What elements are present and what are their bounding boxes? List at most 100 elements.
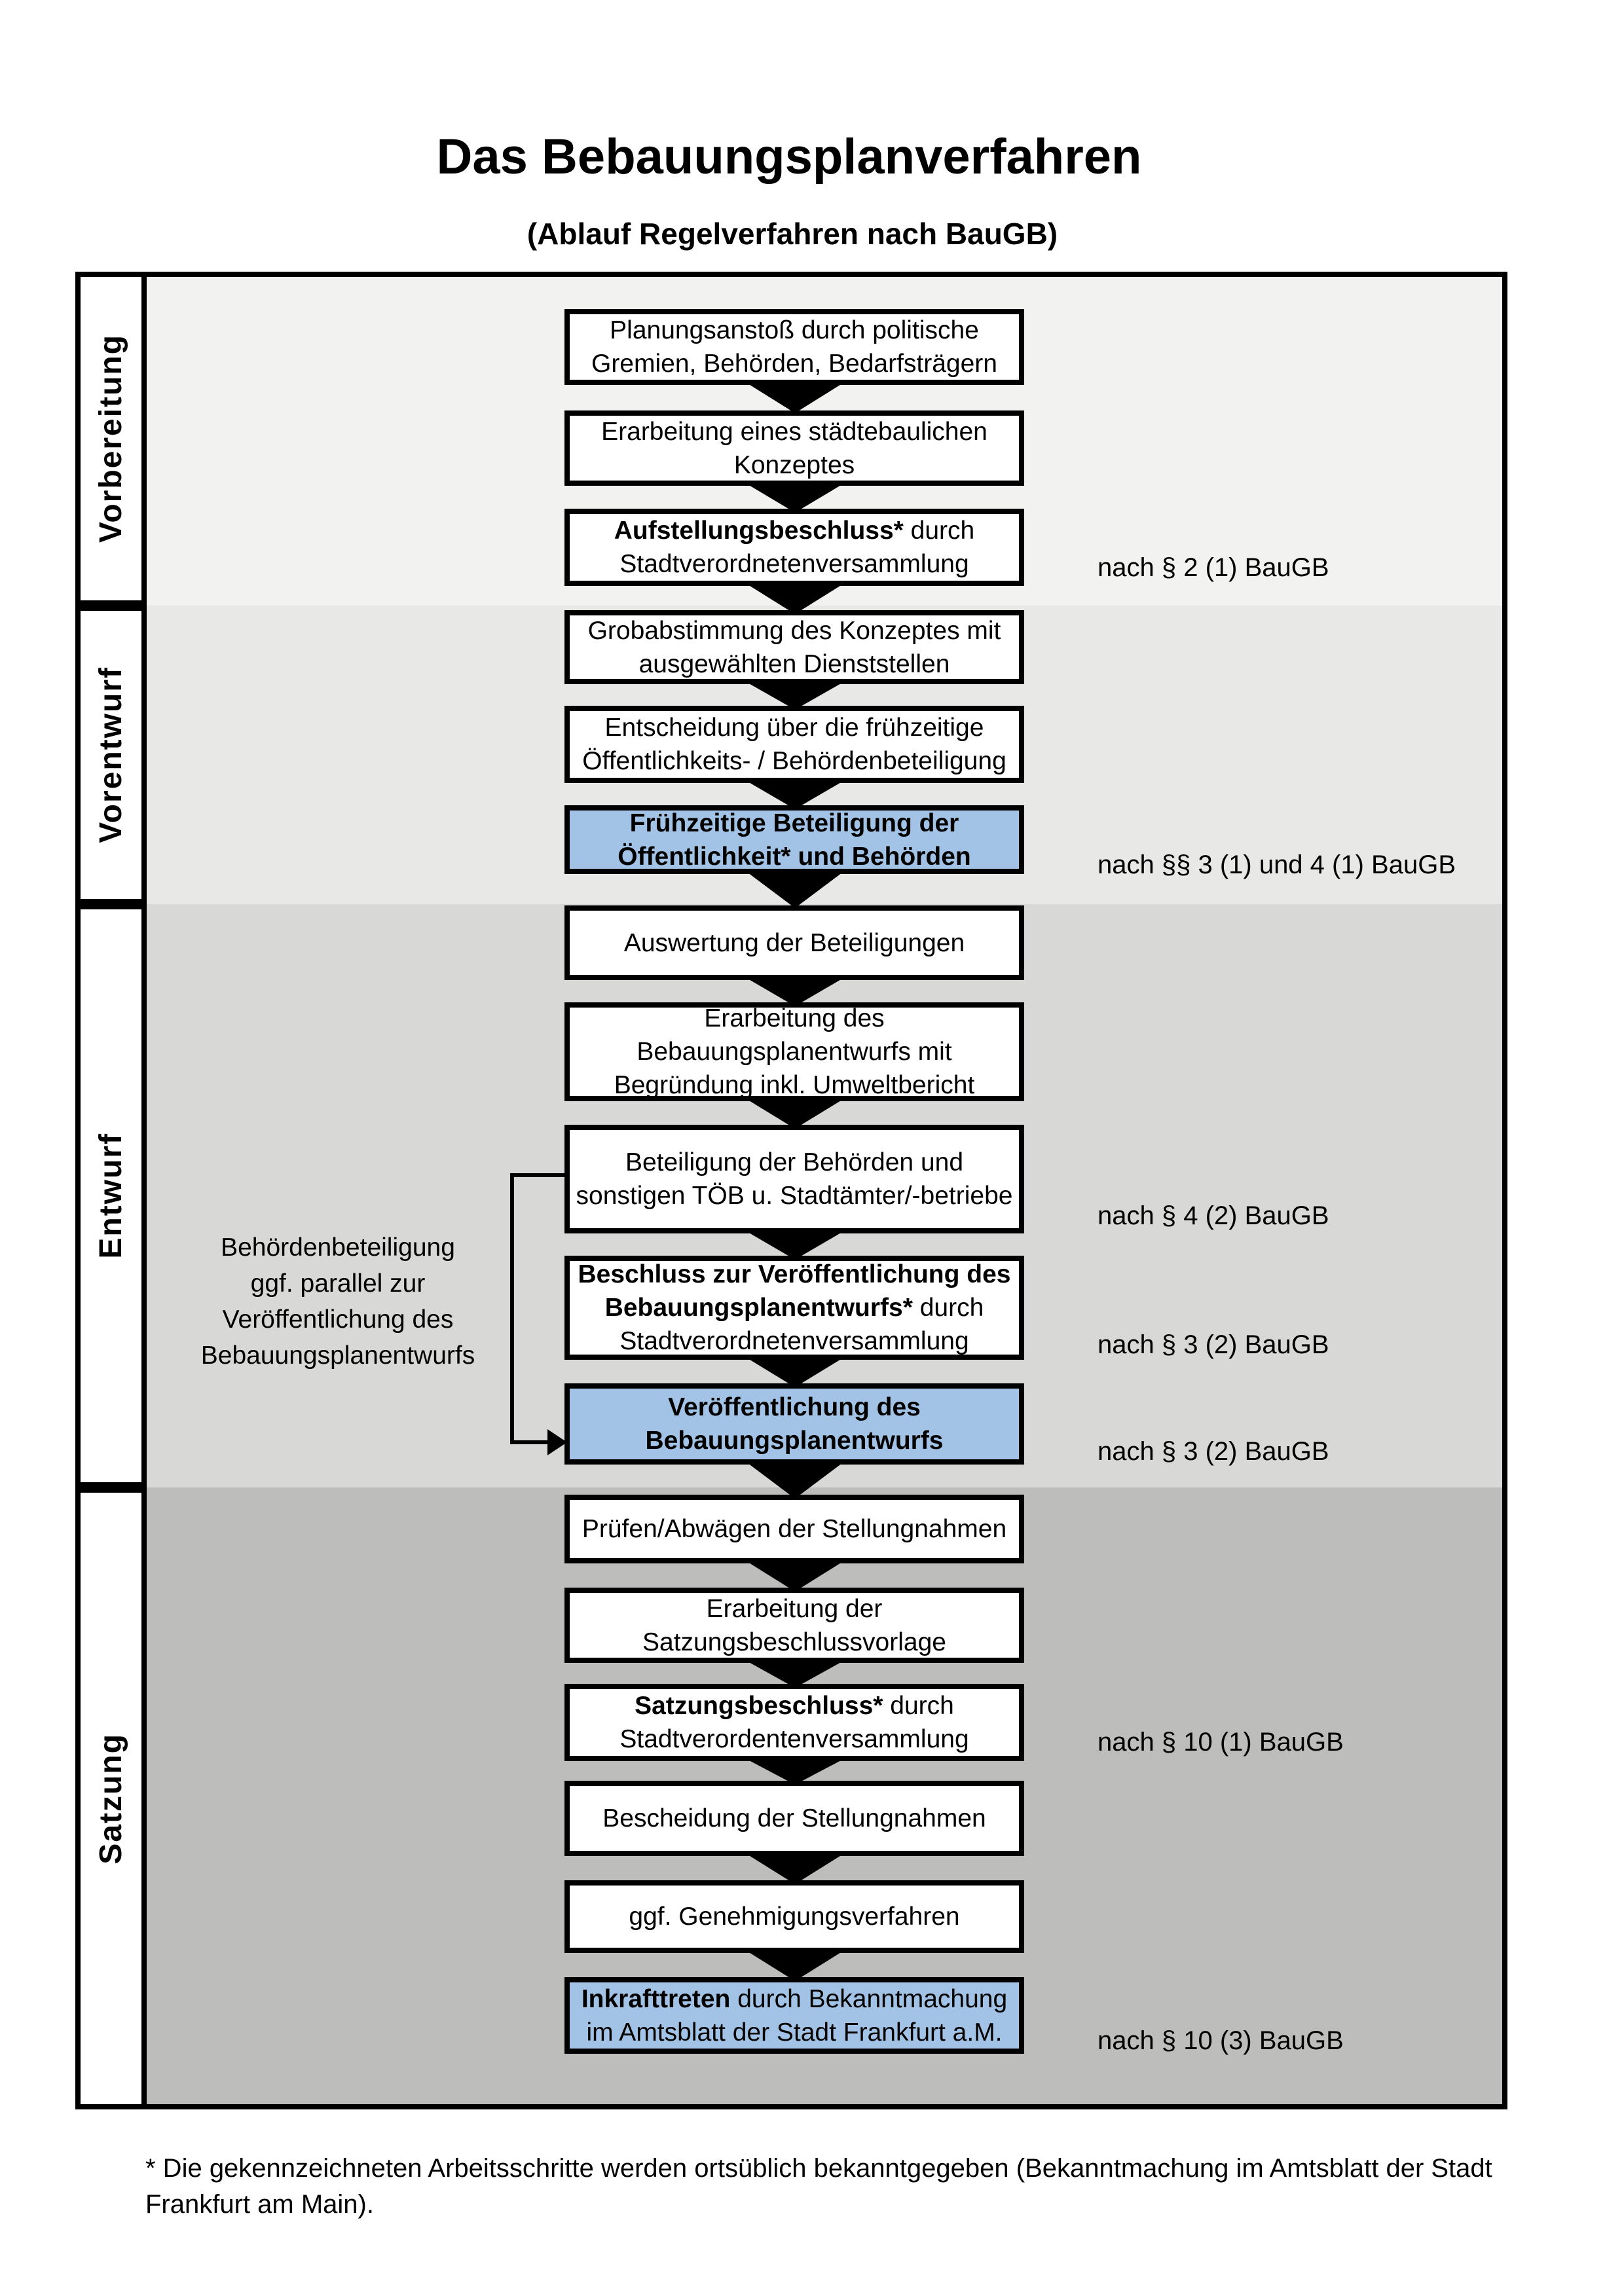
flow-box-veroeffentlichung-entwurf: Veröffentlichung des Bebauungsplanentwur… xyxy=(564,1383,1024,1465)
phase-label-vorentwurf: Vorentwurf xyxy=(94,666,128,843)
flow-box-bescheidung: Bescheidung der Stellungnahmen xyxy=(564,1781,1024,1856)
box-line: Konzeptes xyxy=(733,450,855,479)
box-line: Stadtverordentenversammlung xyxy=(619,1725,969,1753)
box-line-bold: Inkrafttreten xyxy=(581,1984,731,2013)
side-note-line: Veröffentlichung des xyxy=(222,1305,454,1334)
page-title: Das Bebauungsplanverfahren xyxy=(436,129,1142,185)
box-line-rest: durch xyxy=(903,517,975,545)
down-arrow-icon xyxy=(748,484,842,513)
side-note-line: Bebauungsplanentwurfs xyxy=(200,1341,475,1370)
down-arrow-icon xyxy=(748,873,842,908)
flow-box-staedtebauliches-konzept: Erarbeitung eines städtebaulichen Konzep… xyxy=(564,410,1024,486)
connector-line-vertical xyxy=(510,1173,514,1442)
box-line: Erarbeitung des xyxy=(704,1004,885,1032)
connector-line-top xyxy=(510,1173,566,1177)
box-line: Stadtverordnetenversammlung xyxy=(619,550,969,578)
box-line: Prüfen/Abwägen der Stellungnahmen xyxy=(581,1515,1007,1543)
box-line: Beteiligung der Behörden und xyxy=(625,1148,964,1176)
phase-cell-vorentwurf: Vorentwurf xyxy=(75,606,147,904)
down-arrow-icon xyxy=(748,1463,842,1499)
box-line: Bebauungsplanentwurfs mit xyxy=(637,1038,952,1066)
phase-label-entwurf: Entwurf xyxy=(94,1133,128,1259)
flow-box-pruefen-abwaegen: Prüfen/Abwägen der Stellungnahmen xyxy=(564,1495,1024,1563)
phase-label-satzung: Satzung xyxy=(94,1732,128,1865)
box-line: Frühzeitige Beteiligung der xyxy=(629,809,959,837)
box-line-rest: durch xyxy=(912,1294,984,1322)
legal-ref-satzungsbeschluss: nach § 10 (1) BauGB xyxy=(1098,1728,1344,1757)
flow-box-veroeffentlichungsbeschluss: Beschluss zur Veröffentlichung des Bebau… xyxy=(564,1256,1024,1360)
down-arrow-icon xyxy=(748,1760,842,1785)
box-line: im Amtsblatt der Stadt Frankfurt a.M. xyxy=(586,2018,1003,2047)
down-arrow-icon xyxy=(748,1952,842,1981)
page-subtitle: (Ablauf Regelverfahren nach BauGB) xyxy=(526,217,1058,251)
box-line: Öffentlichkeits- / Behördenbeteiligung xyxy=(582,747,1006,775)
flow-box-auswertung: Auswertung der Beteiligungen xyxy=(564,905,1024,980)
box-line: Begründung inkl. Umweltbericht xyxy=(614,1071,975,1099)
down-arrow-icon xyxy=(748,1855,842,1884)
footnote-line-2: Frankfurt am Main). xyxy=(145,2190,374,2219)
down-arrow-icon xyxy=(748,1100,842,1129)
box-line: Stadtverordnetenversammlung xyxy=(619,1327,969,1355)
box-line-bold: Aufstellungsbeschluss* xyxy=(614,517,904,545)
box-line: Inkrafttreten durch Bekanntmachung xyxy=(581,1982,1007,2016)
box-line: Beschluss zur Veröffentlichung des xyxy=(578,1260,1011,1288)
flow-box-grobabstimmung: Grobabstimmung des Konzeptes mit ausgewä… xyxy=(564,610,1024,684)
down-arrow-icon xyxy=(748,979,842,1006)
box-line: Bebauungsplanentwurfs xyxy=(645,1427,944,1455)
footnote-line-1: * Die gekennzeichneten Arbeitsschritte w… xyxy=(145,2154,1492,2183)
legal-ref-inkrafttreten: nach § 10 (3) BauGB xyxy=(1098,2026,1344,2055)
side-note-line: ggf. parallel zur xyxy=(250,1269,426,1298)
flow-box-aufstellungsbeschluss: Aufstellungsbeschluss* durch Stadtverord… xyxy=(564,509,1024,586)
box-line: Öffentlichkeit* und Behörden xyxy=(618,842,971,871)
flow-box-satzungsbeschluss: Satzungsbeschluss* durch Stadtverordente… xyxy=(564,1684,1024,1761)
arrow-right-icon xyxy=(547,1429,567,1455)
down-arrow-icon xyxy=(748,782,842,809)
box-line-rest: durch Bekanntmachung xyxy=(730,1984,1008,2013)
flow-box-satzungsbeschlussvorlage: Erarbeitung der Satzungsbeschlussvorlage xyxy=(564,1588,1024,1663)
flow-box-inkrafttreten: Inkrafttreten durch Bekanntmachung im Am… xyxy=(564,1977,1024,2054)
box-line: sonstigen TÖB u. Stadtämter/-betriebe xyxy=(576,1182,1013,1210)
box-line: Gremien, Behörden, Bedarfsträgern xyxy=(591,350,997,378)
down-arrow-icon xyxy=(748,1232,842,1260)
connector-line-bottom xyxy=(510,1440,549,1444)
box-line: Satzungsbeschluss* durch xyxy=(635,1689,954,1722)
phase-cell-satzung: Satzung xyxy=(75,1487,147,2109)
flow-box-fruehzeitige-beteiligung: Frühzeitige Beteiligung der Öffentlichke… xyxy=(564,805,1024,874)
box-line-bold: Bebauungsplanentwurfs* xyxy=(604,1294,913,1322)
box-line: Bebauungsplanentwurfs* durch xyxy=(605,1291,984,1324)
side-note-line: Behördenbeteiligung xyxy=(221,1233,455,1262)
legal-ref-behoerdenbeteiligung: nach § 4 (2) BauGB xyxy=(1098,1201,1329,1230)
box-line: ggf. Genehmigungsverfahren xyxy=(629,1903,960,1931)
down-arrow-icon xyxy=(748,683,842,710)
box-line: ausgewählten Dienststellen xyxy=(638,649,950,678)
flow-box-planungsanstoss: Planungsanstoß durch politische Gremien,… xyxy=(564,309,1024,385)
flow-box-genehmigungsverfahren: ggf. Genehmigungsverfahren xyxy=(564,1880,1024,1953)
box-line: Bescheidung der Stellungnahmen xyxy=(602,1804,986,1832)
flow-box-entscheidung-beteiligung: Entscheidung über die frühzeitige Öffent… xyxy=(564,706,1024,783)
down-arrow-icon xyxy=(748,1662,842,1688)
legal-ref-aufstellungsbeschluss: nach § 2 (1) BauGB xyxy=(1098,553,1329,582)
box-line: Entscheidung über die frühzeitige xyxy=(604,714,984,742)
flow-box-erarbeitung-entwurf: Erarbeitung des Bebauungsplanentwurfs mi… xyxy=(564,1002,1024,1101)
box-line: Aufstellungsbeschluss* durch xyxy=(614,514,975,547)
legal-ref-fruehzeitige-beteiligung: nach §§ 3 (1) und 4 (1) BauGB xyxy=(1098,850,1456,879)
phase-cell-entwurf: Entwurf xyxy=(75,904,147,1487)
down-arrow-icon xyxy=(748,1562,842,1592)
legal-ref-veroeffentlichung: nach § 3 (2) BauGB xyxy=(1098,1437,1329,1466)
phase-label-vorbereitung: Vorbereitung xyxy=(94,334,128,543)
box-line: Erarbeitung der xyxy=(706,1594,883,1623)
legal-ref-veroeffentlichungsbeschluss: nach § 3 (2) BauGB xyxy=(1098,1330,1329,1359)
box-line: Erarbeitung eines städtebaulichen xyxy=(601,417,987,446)
box-line: Veröffentlichung des xyxy=(668,1393,921,1421)
box-line-rest: durch xyxy=(883,1692,954,1720)
box-line: Grobabstimmung des Konzeptes mit xyxy=(587,616,1001,645)
box-line-bold: Satzungsbeschluss* xyxy=(635,1692,883,1720)
box-line: Planungsanstoß durch politische xyxy=(610,316,979,344)
down-arrow-icon xyxy=(748,1358,842,1387)
down-arrow-icon xyxy=(748,384,842,413)
phase-cell-vorbereitung: Vorbereitung xyxy=(75,272,147,606)
flow-box-behoerden-beteiligung: Beteiligung der Behörden und sonstigen T… xyxy=(564,1125,1024,1233)
box-line: Satzungsbeschlussvorlage xyxy=(642,1628,946,1656)
down-arrow-icon xyxy=(748,585,842,614)
box-line: Auswertung der Beteiligungen xyxy=(623,928,965,957)
